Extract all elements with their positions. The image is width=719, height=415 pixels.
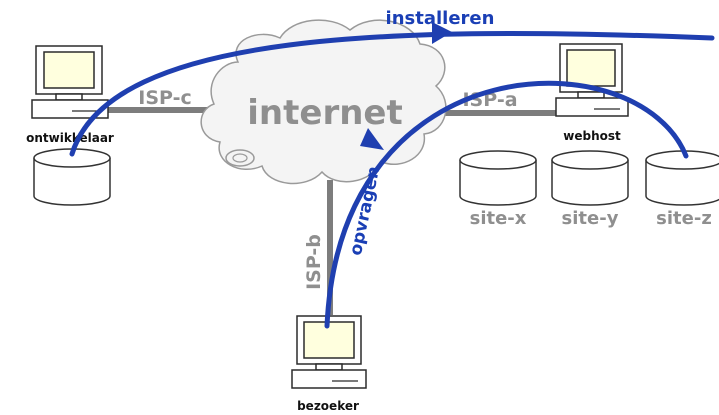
visitor-computer-icon [291, 315, 367, 389]
developer-database-icon [33, 148, 111, 206]
isp-b-label: ISP-b [303, 234, 325, 290]
developer-computer-icon [31, 45, 109, 119]
install-label: installeren [386, 8, 495, 29]
site-x-database-icon [459, 150, 537, 206]
site-y-database-icon [551, 150, 629, 206]
site-z-database-icon [645, 150, 719, 206]
visitor-label: bezoeker [297, 399, 359, 413]
isp-c-label: ISP-c [138, 87, 192, 109]
webhost-label: webhost [563, 129, 621, 143]
webhost-computer-icon [555, 43, 629, 117]
site-z-label: site-z [656, 208, 712, 229]
cloud-label: internet [247, 93, 402, 133]
site-y-label: site-y [562, 208, 619, 229]
install-arrow [69, 31, 715, 157]
developer-label: ontwikkelaar [26, 131, 114, 145]
request-arrow [324, 80, 689, 329]
request-arrowhead-icon [360, 128, 384, 150]
install-arrowhead-icon [432, 22, 452, 44]
internet-cloud: internet [200, 19, 447, 185]
site-x-label: site-x [470, 208, 527, 229]
